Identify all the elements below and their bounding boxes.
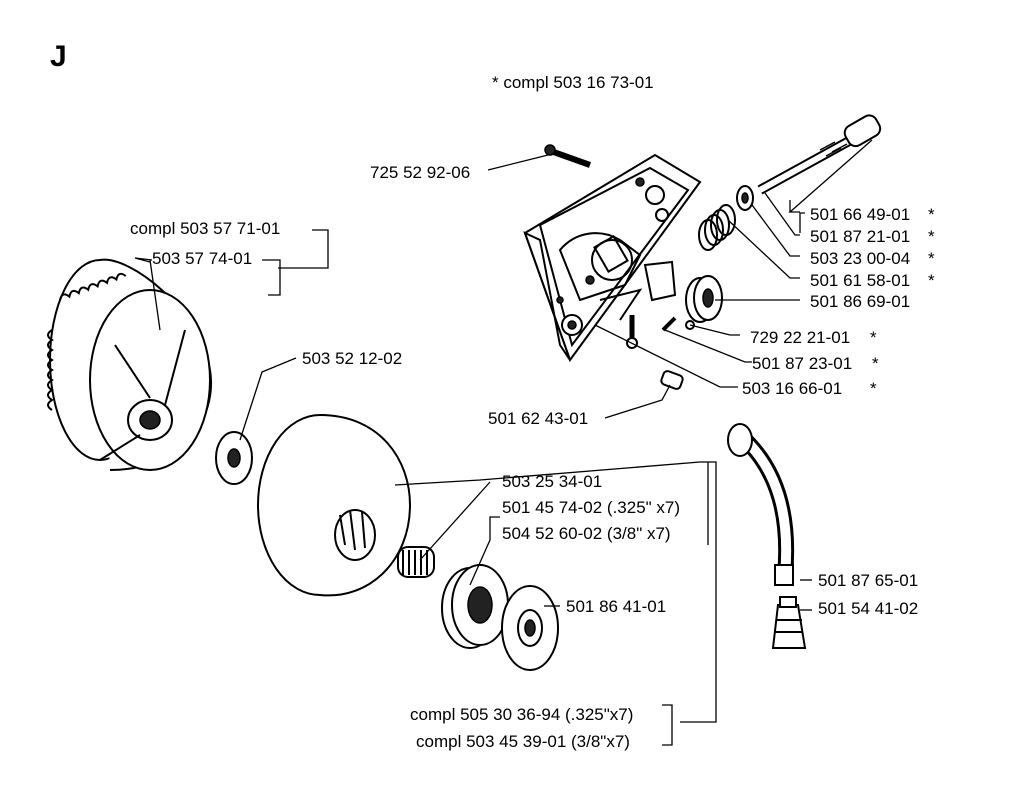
star-503-23-00-04: *	[928, 249, 935, 268]
label-501-87-23-01: 501 87 23-01	[752, 354, 852, 373]
clutch-drum-drawing	[257, 414, 412, 597]
label-501-54-41-02: 501 54 41-02	[818, 599, 918, 618]
washer-drawing	[215, 431, 253, 485]
label-501-87-65-01: 501 87 65-01	[818, 571, 918, 590]
oil-filter-drawing	[771, 596, 807, 649]
kit-note: * compl 503 16 73-01	[492, 73, 654, 92]
label-501-66-49-01: 501 66 49-01	[810, 205, 910, 224]
clutch-drawing	[47, 258, 213, 471]
label-501-61-58-01: 501 61 58-01	[810, 271, 910, 290]
label-725-52-92-06: 725 52 92-06	[370, 163, 470, 182]
label-501-86-69-01: 501 86 69-01	[810, 292, 910, 311]
label-504-52-60-02: 504 52 60-02 (3/8" x7)	[502, 524, 671, 543]
label-503-16-66-01: 503 16 66-01	[742, 379, 842, 398]
label-501-86-41-01: 501 86 41-01	[566, 597, 666, 616]
star-729-22-21-01: *	[870, 328, 877, 347]
screw-drawing	[544, 144, 592, 168]
label-compl-505-30-36-94: compl 505 30 36-94 (.325"x7)	[410, 705, 633, 724]
nozzle-drawing	[660, 370, 684, 390]
spring-drawing	[698, 204, 736, 251]
label-503-57-74-01: 503 57 74-01	[152, 249, 252, 268]
label-503-23-00-04: 503 23 00-04	[810, 249, 910, 268]
label-503-52-12-02: 503 52 12-02	[302, 349, 402, 368]
label-compl-503-57-71-01: compl 503 57 71-01	[130, 219, 280, 238]
sprocket-washer-drawing	[501, 585, 559, 671]
oil-pump-body-drawing	[523, 153, 702, 363]
label-503-25-34-01: 503 25 34-01	[502, 472, 602, 491]
oil-hose-drawing	[727, 423, 795, 586]
washer-small-drawing	[736, 185, 754, 211]
label-501-62-43-01: 501 62 43-01	[488, 409, 588, 428]
star-501-61-58-01: *	[928, 271, 935, 290]
label-501-87-21-01: 501 87 21-01	[810, 227, 910, 246]
sprocket-drawing	[441, 564, 509, 649]
needle-bearing-drawing	[397, 546, 435, 578]
star-501-66-49-01: *	[928, 205, 935, 224]
label-501-45-74-02: 501 45 74-02 (.325" x7)	[502, 498, 680, 517]
leader-lines	[134, 139, 873, 746]
pump-shaft-drawing	[757, 114, 882, 195]
pump-gear-drawing	[685, 275, 723, 323]
label-729-22-21-01: 729 22 21-01	[750, 328, 850, 347]
star-501-87-21-01: *	[928, 227, 935, 246]
label-compl-503-45-39-01: compl 503 45 39-01 (3/8"x7)	[416, 732, 630, 751]
small-screws-drawing	[626, 315, 695, 349]
section-letter: J	[50, 40, 67, 73]
star-501-87-23-01: *	[872, 354, 879, 373]
star-503-16-66-01: *	[870, 379, 877, 398]
